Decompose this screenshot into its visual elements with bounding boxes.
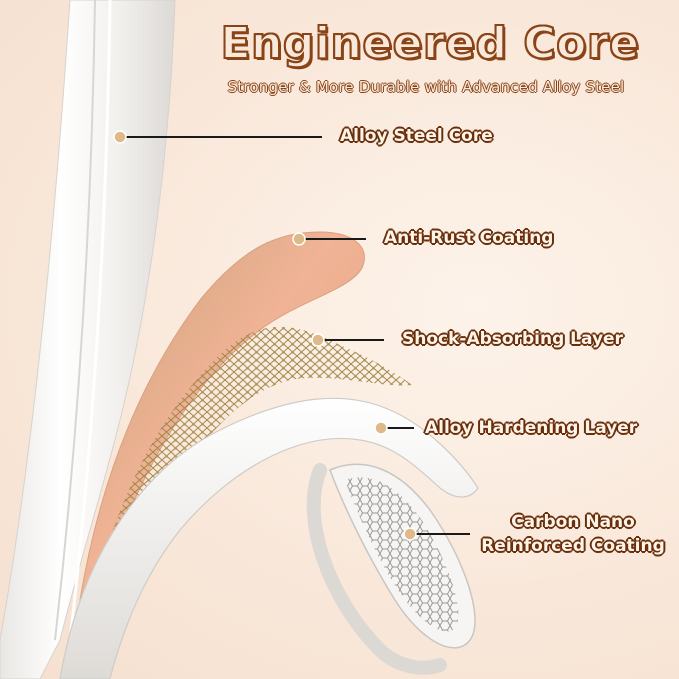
- callout-anti-rust-pointer: [292, 232, 366, 246]
- page-title: Engineered Core: [220, 17, 640, 70]
- label-anti-rust-coating: Anti-Rust Coating: [384, 228, 554, 248]
- alloy-steel-rod: [0, 0, 176, 679]
- label-shock-absorbing-layer: Shock-Absorbing Layer: [402, 329, 623, 349]
- label-carbon-nano-line2: Reinforced Coating: [481, 536, 665, 556]
- callout-carbon-nano-pointer: [403, 527, 470, 541]
- alloy-hardening-band: [59, 397, 479, 679]
- callout-hardening-pointer: [374, 421, 414, 435]
- callout-shock-absorbing-pointer: [311, 333, 384, 347]
- carbon-nano-honeycomb-layer: [306, 463, 476, 675]
- page-subtitle: Stronger & More Durable with Advanced Al…: [227, 78, 625, 96]
- label-alloy-hardening-layer: Alloy Hardening Layer: [425, 418, 638, 438]
- label-carbon-nano-line1: Carbon Nano: [511, 512, 635, 532]
- label-alloy-steel-core: Alloy Steel Core: [340, 126, 493, 146]
- label-carbon-nano-coating: Carbon Nano Reinforced Coating: [478, 510, 668, 558]
- callout-alloy-steel-core-pointer: [113, 130, 322, 144]
